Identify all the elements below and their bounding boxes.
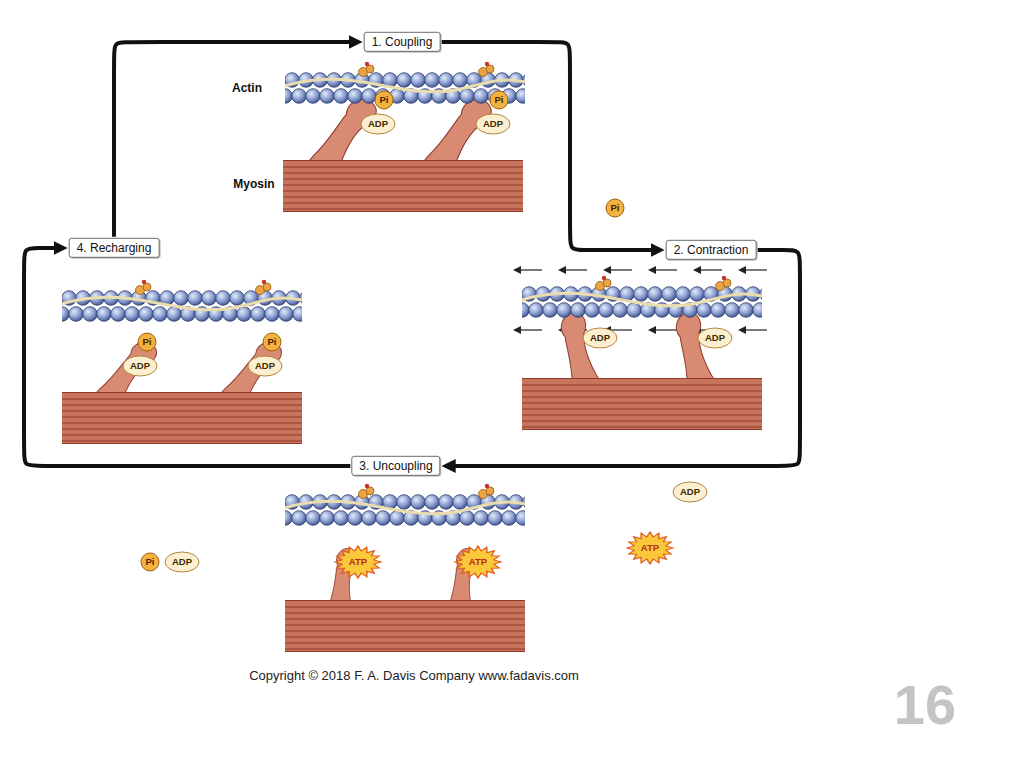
stage-title: 4. Recharging (77, 241, 152, 255)
myosin-filament (522, 378, 762, 430)
phosphate-label: Pi (380, 95, 389, 105)
phosphate-label: Pi (146, 557, 155, 567)
atp-label: ATP (641, 543, 659, 553)
cycle-arrow (454, 250, 800, 466)
phosphate-label: Pi (268, 337, 277, 347)
myosin-filament (285, 600, 525, 652)
adp-label: ADP (590, 333, 610, 343)
adp-label: ADP (368, 119, 388, 129)
adp-label: ADP (130, 361, 150, 371)
molecule-label: Myosin (233, 178, 274, 190)
cycle-arrow (24, 248, 350, 466)
actin-filament (62, 280, 302, 324)
atp-bursts (335, 532, 673, 578)
cycle-arrow (441, 42, 652, 250)
stage-label: 4. Recharging (69, 238, 160, 258)
adp-label: ADP (172, 557, 192, 567)
movement-arrows (520, 270, 767, 330)
phosphate-label: Pi (143, 337, 152, 347)
stage-label: 3. Uncoupling (351, 456, 440, 476)
phosphate-label: Pi (495, 95, 504, 105)
myosin-filament (283, 160, 523, 212)
atp-label: ATP (469, 557, 487, 567)
adp-label: ADP (255, 361, 275, 371)
stage-label: 1. Coupling (364, 32, 441, 52)
atp-label: ATP (349, 557, 367, 567)
molecule-label: Actin (232, 82, 262, 94)
adp-label: ADP (705, 333, 725, 343)
adp-bubbles (123, 114, 732, 572)
page-number: 16 (894, 677, 956, 733)
adp-label: ADP (483, 119, 503, 129)
myosin-filament (62, 392, 302, 444)
actin-filament (522, 276, 762, 320)
actin-filament (285, 62, 525, 106)
stage-title: 1. Coupling (372, 35, 433, 49)
cycle-arrow (114, 42, 351, 237)
adp-label: ADP (680, 487, 700, 497)
stage-label: 2. Contraction (666, 240, 757, 260)
copyright-note: Copyright © 2018 F. A. Davis Company www… (249, 669, 579, 682)
stage-title: 3. Uncoupling (359, 459, 432, 473)
actin-filament (285, 484, 525, 528)
stage-title: 2. Contraction (674, 243, 749, 257)
phosphate-bubbles (138, 91, 624, 571)
phosphate-label: Pi (611, 203, 620, 213)
